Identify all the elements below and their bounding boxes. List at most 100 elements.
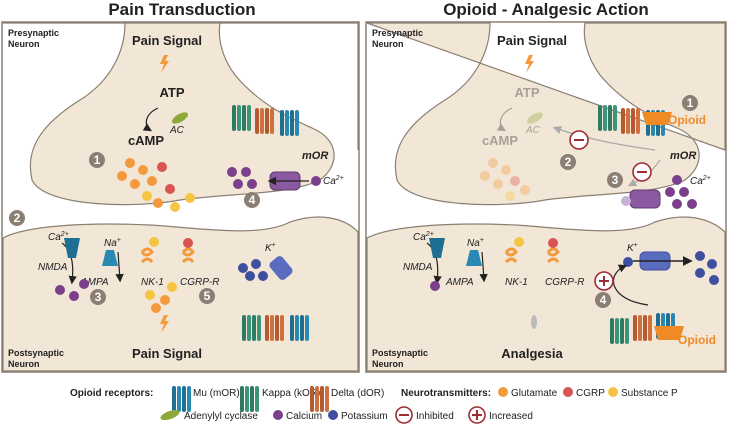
- right-potassium-ion-channel: [623, 257, 633, 267]
- left-calcium-nmda-arrow: [61, 242, 77, 285]
- left-camp-label: cAMP: [128, 133, 164, 148]
- left-step-4-badge: [244, 192, 260, 208]
- legend-potassium-icon: [328, 410, 338, 420]
- right-calcium-ion-inside: [621, 196, 631, 206]
- right-nk1-receptor-icon: [504, 247, 518, 264]
- right-ac-label: AC: [525, 125, 541, 136]
- right-step-1-number: 1: [687, 96, 694, 110]
- right-calcium-channel-icon: [629, 189, 661, 209]
- legend-kappa-label: Kappa (kOR): [262, 388, 320, 399]
- legend-calcium-label: Calcium: [286, 411, 322, 422]
- right-opioid-to-k-arrow: [612, 264, 649, 306]
- right-atp-label: ATP: [514, 85, 539, 100]
- right-camp-label: cAMP: [482, 133, 518, 148]
- right-opioid-bound-icon: [642, 112, 672, 125]
- legend-neurotransmitters-label: Neurotransmitters:: [401, 388, 491, 399]
- legend-delta-label: Delta (dOR): [331, 388, 384, 399]
- left-postsynaptic-transmitters: [145, 282, 177, 313]
- left-step-3-number: 3: [95, 290, 102, 304]
- left-ampa-receptor-icon: [102, 250, 118, 266]
- left-potassium-channel-icon: [269, 256, 293, 280]
- left-cgrpr-receptor-icon: [181, 247, 195, 264]
- right-calcium-nmda-arrow: [426, 242, 442, 285]
- right-potassium-cluster-outside: [695, 251, 719, 285]
- left-nk1-receptor-icon: [140, 247, 154, 264]
- legend-mu-label: Mu (mOR): [193, 388, 240, 399]
- legend-cgrp-label: CGRP: [576, 388, 605, 399]
- left-cgrp-bound: [183, 238, 193, 248]
- right-postsynaptic-label-line1: Postsynaptic: [372, 348, 428, 358]
- legend-potassium-label: Potassium: [341, 411, 388, 422]
- right-step-3-badge: [607, 172, 623, 188]
- right-inhibited-camp-group: ATP AC cAMP: [480, 85, 544, 201]
- left-pain-signal-top: Pain Signal: [132, 33, 202, 48]
- right-step-1-badge: [682, 95, 698, 111]
- left-adenylyl-cyclase-icon: [171, 112, 189, 124]
- right-mor-label: mOR: [670, 150, 696, 162]
- left-step-2-number: 2: [14, 211, 21, 225]
- right-nmda-receptor-icon: [429, 238, 445, 258]
- left-nk1-label: NK-1: [141, 277, 164, 288]
- right-postsynaptic-label-line2: Neuron: [372, 359, 404, 369]
- left-presynaptic-label-line2: Neuron: [8, 39, 40, 49]
- left-step-5-number: 5: [204, 289, 211, 303]
- left-atp-to-camp-arrow: [142, 107, 159, 132]
- right-na-label: Na+: [467, 237, 484, 249]
- left-calcium-cluster: [227, 167, 257, 189]
- left-step-4-number: 4: [249, 193, 256, 207]
- right-analgesia-label: Analgesia: [501, 346, 563, 361]
- left-step-1-badge: [89, 152, 105, 168]
- left-pain-signal-bottom: Pain Signal: [132, 346, 202, 361]
- right-pain-signal-top: Pain Signal: [497, 33, 567, 48]
- left-panel-title: Pain Transduction: [108, 0, 255, 19]
- left-ca-nmda-label: Ca2+: [48, 231, 69, 243]
- right-step-2-badge: [560, 154, 576, 170]
- left-presynaptic-label-line1: Presynaptic: [8, 28, 59, 38]
- left-na-label: Na+: [104, 237, 121, 249]
- legend-adenylyl-cyclase-label: Adenylyl cyclase: [184, 411, 258, 422]
- right-ampa-receptor-icon: [466, 250, 482, 266]
- left-atp-label: ATP: [159, 85, 184, 100]
- right-sodium-ampa-arrow: [479, 251, 488, 283]
- legend-glutamate-icon: [498, 387, 508, 397]
- legend-increased-label: Increased: [489, 411, 533, 422]
- right-step-3-number: 3: [612, 173, 619, 187]
- right-cgrpr-label: CGRP-R: [545, 277, 584, 288]
- right-substance-p-bound: [514, 237, 524, 247]
- left-sodium-ampa-arrow: [115, 251, 124, 283]
- left-step-2-badge: [9, 210, 25, 226]
- right-ampa-label: AMPA: [445, 277, 474, 288]
- right-calcium-ion-post: [430, 281, 440, 291]
- left-nmda-receptor-icon: [64, 238, 80, 258]
- legend-adenylyl-cyclase-icon: [160, 409, 180, 421]
- right-opioid-top-label: Opioid: [668, 113, 706, 127]
- right-presynaptic-label-line1: Presynaptic: [372, 28, 423, 38]
- legend-mu-icon: [172, 386, 191, 412]
- left-calcium-ion-outside: [311, 176, 321, 186]
- left-ampa-label: AMPA: [80, 277, 109, 288]
- left-postsynaptic-calcium-cluster: [55, 279, 89, 301]
- right-step-2-number: 2: [565, 155, 572, 169]
- legend-opioid-receptors-label: Opioid receptors:: [70, 388, 153, 399]
- left-step-1-number: 1: [94, 153, 101, 167]
- left-k-label: K+: [265, 242, 276, 254]
- right-opioid-bottom-label: Opioid: [678, 333, 716, 347]
- right-nmda-label: NMDA: [403, 262, 433, 273]
- legend-substance-p-label: Substance P: [621, 388, 678, 399]
- legend-substance-p-icon: [608, 387, 618, 397]
- legend-cgrp-icon: [563, 387, 573, 397]
- left-ca-outside-label: Ca2+: [323, 175, 344, 187]
- right-cgrp-bound: [548, 238, 558, 248]
- right-mor-to-ac-inhibit-line: [552, 125, 656, 151]
- left-ac-label: AC: [169, 125, 185, 136]
- legend-kappa-icon: [240, 386, 259, 412]
- left-step-3-badge: [90, 289, 106, 305]
- left-postsynaptic-label-line2: Neuron: [8, 359, 40, 369]
- left-step-5-badge: [199, 288, 215, 304]
- left-potassium-cluster: [238, 259, 268, 281]
- left-nmda-label: NMDA: [38, 262, 68, 273]
- right-k-label: K+: [627, 242, 638, 254]
- left-cgrpr-label: CGRP-R: [180, 277, 219, 288]
- right-ca-outside-label: Ca2+: [690, 175, 711, 187]
